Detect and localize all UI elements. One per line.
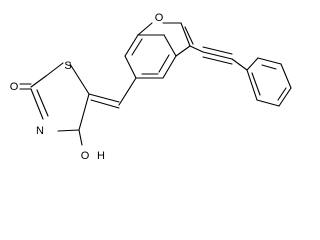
bond-phenyl-6	[246, 57, 259, 71]
bond-n3-c2-inner	[36, 89, 49, 117]
bond-alkyne-link-right	[231, 58, 248, 71]
bond-phenyl-inner-3	[261, 64, 277, 70]
bond-furan-c3-c3a	[175, 45, 191, 57]
bond-methylidene-benzo	[118, 77, 137, 106]
molecule-canvas: O S O N O H	[9, 11, 292, 162]
molecule-structure: O S O N O H	[10, 12, 292, 162]
bond-phenyl-4	[280, 63, 292, 89]
bond-alkyne-1	[202, 51, 233, 60]
bond-benzo-2	[124, 34, 139, 57]
bond-c2-ring-link	[30, 75, 47, 88]
bond-phenyl-5	[257, 57, 282, 65]
bond-alkyne-3	[202, 56, 233, 65]
bond-phenyl-inner-2	[277, 87, 287, 101]
bond-phenyl-2	[256, 99, 280, 107]
enol-oxygen-label: O	[81, 150, 90, 162]
bond-furan-o-benzo	[137, 22, 153, 36]
bond-c2-s1	[45, 62, 64, 77]
enol-hydrogen-label: H	[97, 150, 105, 162]
nitrogen-label: N	[36, 125, 44, 137]
bond-phenyl-3	[278, 87, 292, 107]
bond-alkyne-2	[202, 46, 233, 55]
bond-c5-methylidene-b	[90, 99, 120, 109]
bond-furan-c2-c3	[180, 22, 191, 47]
bond-c4-oh	[78, 129, 83, 146]
bond-benzo-5	[162, 55, 177, 79]
bond-n3-c2	[30, 88, 44, 120]
bond-benzo-4	[163, 34, 177, 57]
sulfur-label: S	[64, 60, 71, 72]
bond-benzo-inner-2	[158, 54, 170, 73]
carbonyl-oxygen-label: O	[10, 81, 19, 93]
bond-s1-c5	[69, 63, 90, 95]
bond-c5-methylidene-a	[88, 93, 120, 103]
bond-phenyl-inner-1	[251, 72, 261, 96]
bond-alkyne-link-left	[189, 45, 204, 53]
bond-benzo-1	[124, 55, 137, 79]
bond-phenyl-1	[246, 69, 258, 101]
bond-c5-c4	[78, 93, 90, 131]
furan-oxygen-label: O	[155, 12, 164, 24]
bond-c4-n3	[57, 129, 80, 132]
bond-furan-inner	[184, 26, 194, 45]
bond-benzo-inner-1	[131, 38, 143, 56]
